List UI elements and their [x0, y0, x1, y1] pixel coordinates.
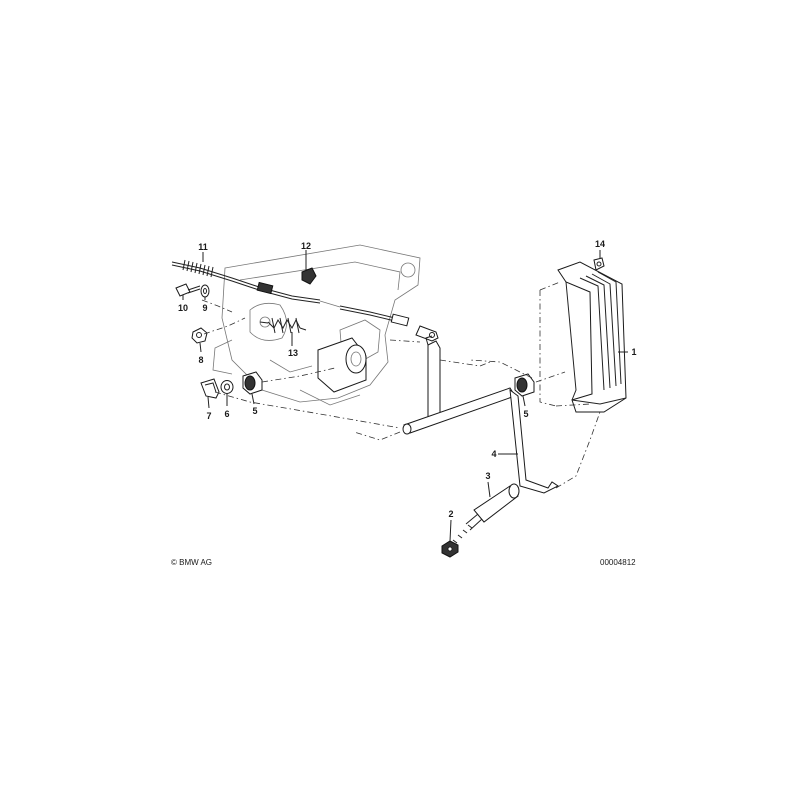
screw-12 — [301, 260, 317, 285]
callout-5-right: 5 — [523, 409, 528, 419]
callout-9: 9 — [202, 303, 207, 313]
callout-5-left: 5 — [252, 406, 257, 416]
clip-7 — [200, 378, 220, 399]
callout-10: 10 — [178, 303, 188, 313]
callout-4: 4 — [491, 449, 496, 459]
callout-labels: 11 12 14 10 9 1 13 8 7 6 5 5 4 3 2 — [178, 239, 637, 519]
cylinder-part — [317, 337, 367, 393]
bushing-5-right — [514, 373, 535, 397]
callout-1: 1 — [631, 347, 636, 357]
copyright-text: © BMW AG — [171, 558, 212, 567]
pushrod-3 — [452, 483, 520, 544]
leader-lines — [182, 250, 628, 542]
nut-2 — [441, 540, 459, 558]
accelerator-pad-1 — [557, 261, 627, 413]
cable-thread — [182, 259, 214, 278]
drawing-number: 00004812 — [600, 558, 636, 567]
nut-8 — [191, 327, 208, 344]
bushing-5-left — [242, 371, 263, 395]
callout-8: 8 — [198, 355, 203, 365]
washer-6 — [220, 380, 234, 394]
clip-14 — [593, 257, 605, 271]
callout-6: 6 — [224, 409, 229, 419]
callout-14: 14 — [595, 239, 605, 249]
pedal-bracket-background — [212, 244, 421, 406]
callout-13: 13 — [288, 348, 298, 358]
assembly-lines — [201, 281, 601, 489]
bolt-10 — [175, 283, 201, 297]
pedal-lever-4 — [402, 335, 559, 494]
callout-11: 11 — [198, 242, 208, 252]
callout-3: 3 — [485, 471, 490, 481]
callout-7: 7 — [206, 411, 211, 421]
throttle-cable — [171, 259, 439, 342]
spring-13 — [259, 317, 307, 334]
callout-12: 12 — [301, 241, 311, 251]
washer-9 — [200, 284, 210, 298]
callout-2: 2 — [448, 509, 453, 519]
